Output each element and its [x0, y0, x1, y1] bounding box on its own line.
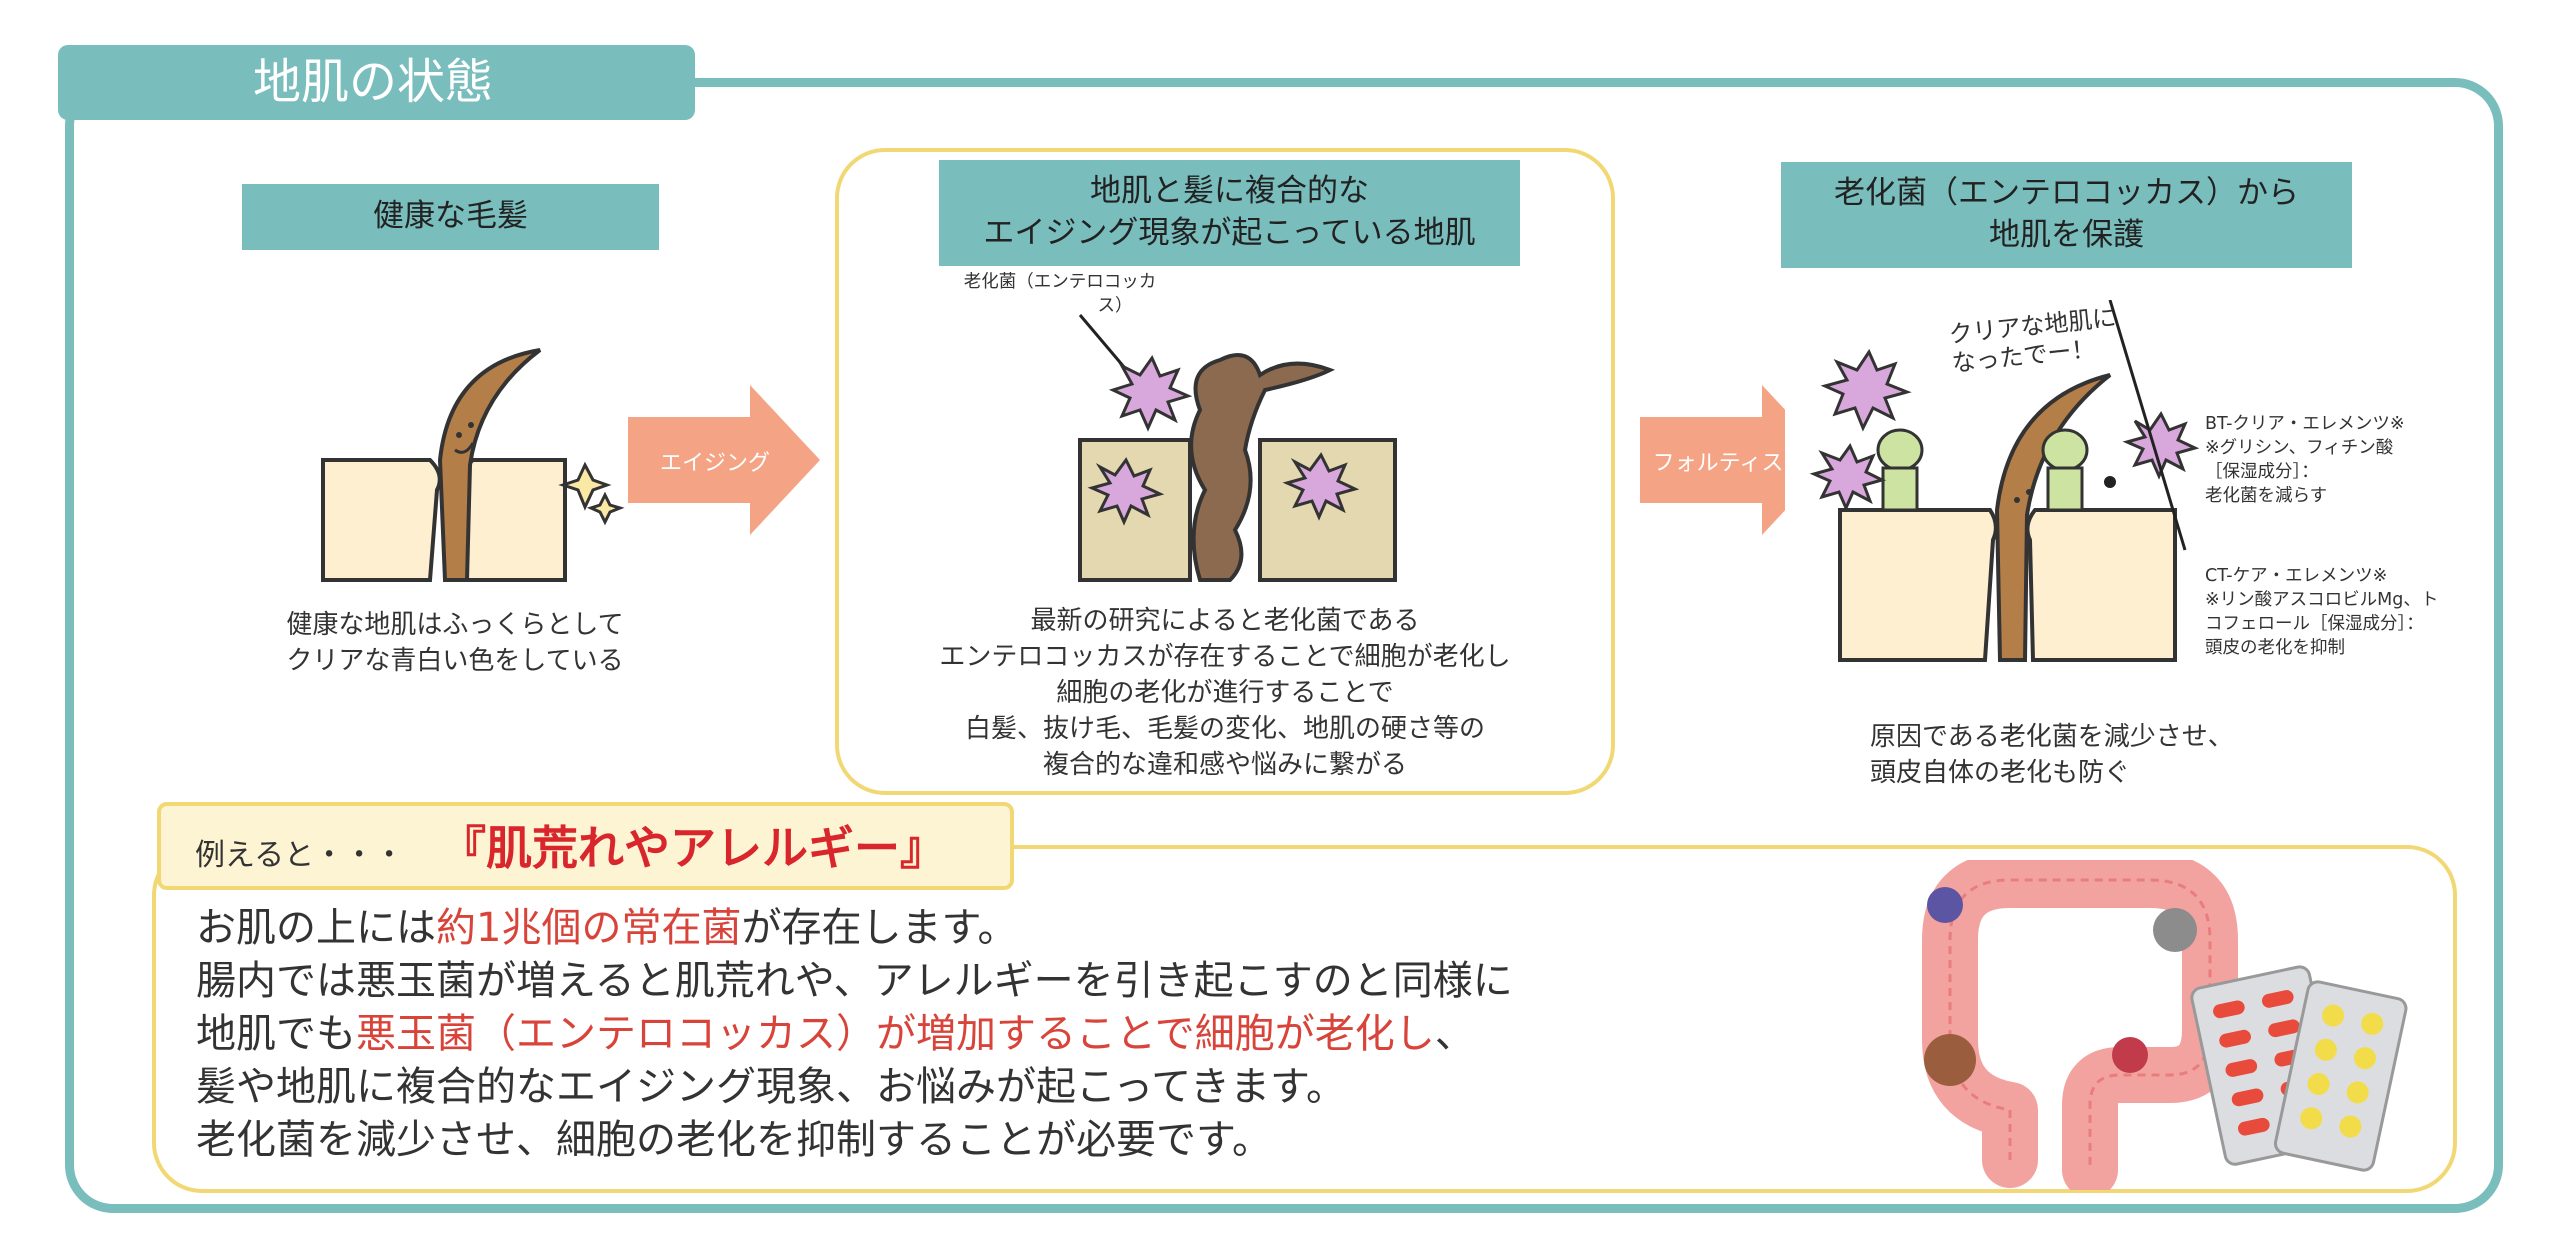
description-line: 頭皮自体の老化も防ぐ — [1870, 757, 2131, 788]
bacteria-icon — [1927, 887, 1963, 923]
panel-header-aging: 地肌と髪に複合的な エイジング現象が起こっている地肌 — [939, 160, 1520, 266]
ingredient-line: コフェロール［保湿成分］： — [2205, 614, 2424, 635]
aging-scalp-illustration — [1078, 314, 1397, 582]
header-line: 地肌を保護 — [1989, 217, 2144, 253]
body-line-4: 髪や地肌に複合的なエイジング現象、お悩みが起こってきます。 — [196, 1064, 1346, 1110]
header-line: 健康な毛髪 — [373, 198, 528, 235]
callout-line: 老化菌（エンテロコッカ — [963, 272, 1157, 292]
highlight-text: 約1兆個の常在菌 — [436, 905, 742, 951]
description-line: 細胞の老化が進行することで — [1056, 677, 1394, 708]
body-line-2: 腸内では悪玉菌が増えると肌荒れや、アレルギーを引き起こすのと同様に — [196, 958, 1513, 1004]
healthy-description: 健康な地肌はふっくらとして クリアな青白い色をしている — [205, 608, 705, 680]
header-line: 老化菌（エンテロコッカス）から — [1834, 175, 2299, 212]
description-line: 最新の研究によると老化菌である — [1030, 606, 1420, 636]
description-line: 複合的な違和感や悩みに繋がる — [1042, 749, 1407, 780]
ingredient-line: ※グリシン、フィチン酸 — [2205, 438, 2394, 459]
ingredient-line: CT-ケア・エレメンツ※ — [2205, 566, 2388, 586]
section-title: 地肌の状態 — [58, 45, 695, 120]
bacteria-icon — [2153, 908, 2197, 952]
highlight-text: 悪玉菌（エンテロコッカス）が増加することで細胞が老化し — [356, 1011, 1435, 1057]
description-line: 原因である老化菌を減少させ、 — [1870, 722, 2234, 752]
body-line-5: 老化菌を減少させ、細胞の老化を抑制することが必要です。 — [196, 1117, 1272, 1163]
text: 地肌でも — [196, 1011, 356, 1057]
header-line: 地肌と髪に複合的な — [1090, 173, 1369, 210]
ingredient-line: 老化菌を減らす — [2205, 486, 2328, 507]
text: お肌の上には — [196, 905, 436, 951]
example-panel — [152, 845, 2457, 1193]
ingredient-bt: BT-クリア・エレメンツ※ ※グリシン、フィチン酸 ［保湿成分］： 老化菌を減ら… — [2205, 412, 2405, 509]
enterococcus-callout: 老化菌（エンテロコッカ ス） — [940, 270, 1180, 318]
bacteria-icon — [2112, 1037, 2148, 1073]
section-frame — [65, 78, 2503, 1213]
description-line: エンテロコッカスが存在することで細胞が老化し — [939, 641, 1511, 672]
fortis-arrow — [1640, 385, 1832, 535]
example-body: お肌の上には約1兆個の常在菌が存在します。 腸内では悪玉菌が増えると肌荒れや、ア… — [196, 902, 1513, 1167]
description-line: 健康な地肌はふっくらとして — [286, 610, 624, 640]
body-line-3: 地肌でも悪玉菌（エンテロコッカス）が増加することで細胞が老化し、 — [196, 1008, 1513, 1061]
example-highlight: 『肌荒れやアレルギー』 — [440, 821, 946, 875]
ingredient-line: 頭皮の老化を抑制 — [2205, 638, 2345, 659]
panel-header-healthy: 健康な毛髪 — [242, 184, 659, 250]
intestine-illustration — [1922, 860, 2408, 1190]
text: が存在します。 — [741, 905, 1018, 951]
text: 、 — [1434, 1011, 1475, 1057]
arrow-label-fortis: フォルティス — [1652, 451, 1784, 476]
description-line: 白髪、抜け毛、毛髪の変化、地肌の硬さ等の — [964, 713, 1485, 744]
ingredient-ct: CT-ケア・エレメンツ※ ※リン酸アスコロビルMg、ト コフェロール［保湿成分］… — [2205, 564, 2438, 661]
protect-description: 原因である老化菌を減少させ、 頭皮自体の老化も防ぐ — [1870, 720, 2234, 792]
body-line-1: お肌の上には約1兆個の常在菌が存在します。 — [196, 902, 1513, 955]
example-tab — [157, 802, 1014, 890]
callout-line: ス） — [1097, 296, 1133, 317]
ingredient-line: ※リン酸アスコロビルMg、ト — [2205, 590, 2439, 611]
ingredient-line: ［保湿成分］： — [2205, 462, 2319, 483]
panel-header-protect: 老化菌（エンテロコッカス）から 地肌を保護 — [1781, 162, 2352, 268]
aging-description: 最新の研究によると老化菌である エンテロコッカスが存在することで細胞が老化し 細… — [860, 604, 1590, 783]
arrow-label-aging: エイジング — [659, 451, 770, 476]
header-line: エイジング現象が起こっている地肌 — [983, 215, 1476, 251]
example-lead: 例えると・・・ — [195, 838, 405, 873]
ingredient-line: BT-クリア・エレメンツ※ — [2205, 414, 2405, 434]
aging-arrow — [628, 385, 820, 535]
bacteria-icon — [1924, 1034, 1976, 1086]
description-line: クリアな青白い色をしている — [286, 645, 624, 676]
healthy-hair-illustration — [245, 275, 655, 610]
protected-scalp-illustration — [1785, 300, 2230, 695]
aging-panel-frame — [835, 148, 1615, 795]
